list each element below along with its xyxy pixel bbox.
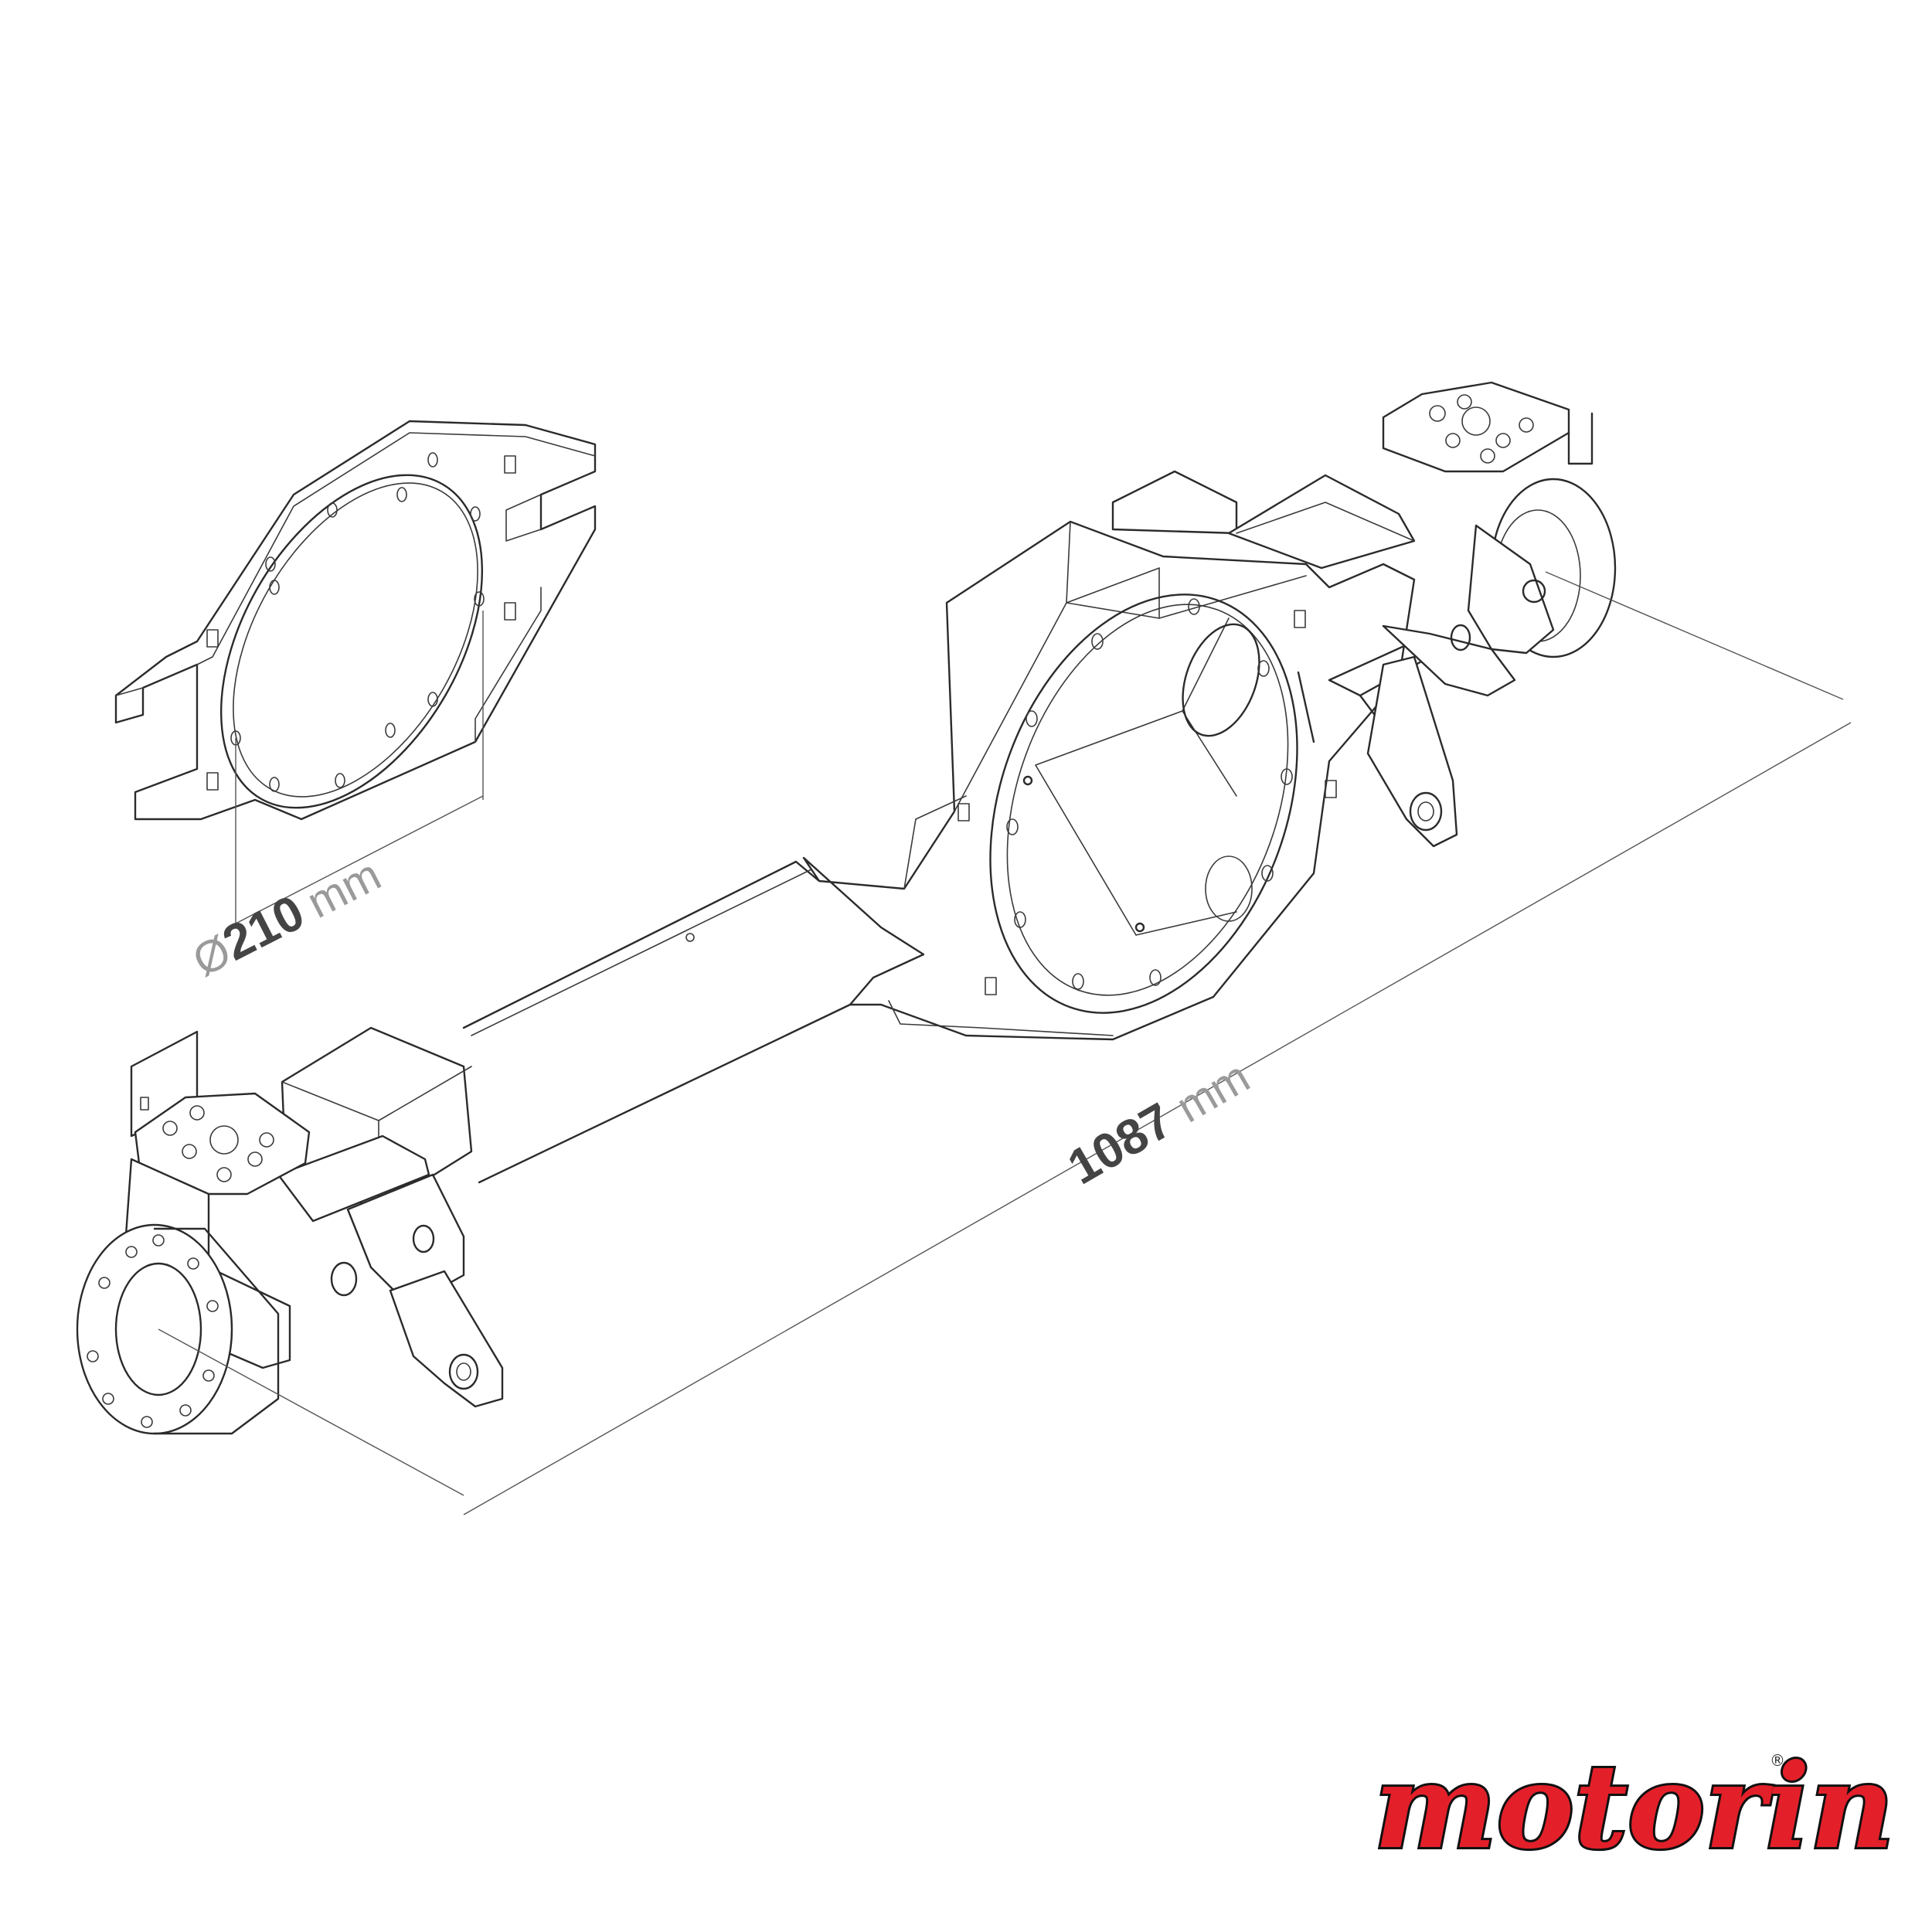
registered-mark: ® [1770,1751,1785,1770]
length-unit: mm [1168,1052,1258,1133]
svg-text:Ø210mm: Ø210mm [183,845,389,987]
diameter-dimension-label: Ø210mm [183,845,389,987]
length-dimension-line [463,722,1852,1515]
right-knuckle [1111,381,1617,848]
svg-text:1087mm: 1087mm [1059,1048,1259,1196]
length-dimension-label: 1087mm [1059,1048,1259,1196]
length-value: 1087 [1059,1092,1182,1196]
axle-assembly [462,520,1416,1184]
diameter-unit: mm [299,849,389,928]
left-knuckle [76,1026,504,1496]
logo-wordmark: motorin [1374,1739,1894,1875]
motorin-logo: motorin ® [1372,1736,1896,1877]
differential-plate-detail [114,420,597,927]
